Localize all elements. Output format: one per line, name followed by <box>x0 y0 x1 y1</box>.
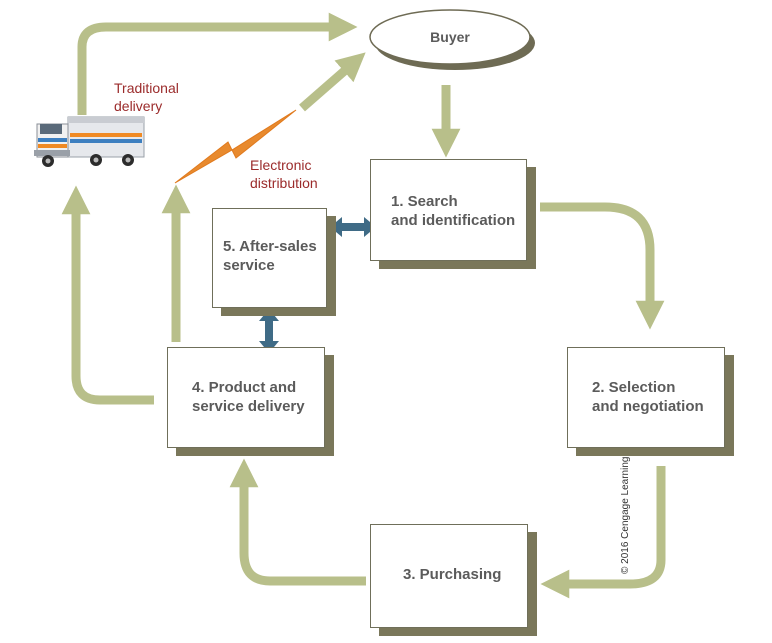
arrow-search-to-selection <box>540 202 665 330</box>
lightning-icon <box>174 109 297 184</box>
after-sales-label-line1: 5. After-sales <box>223 238 317 255</box>
double-arrow-aftersales-delivery <box>259 309 279 353</box>
delivery-label-line2: service delivery <box>192 398 305 415</box>
traditional-delivery-label: Traditional delivery <box>114 80 179 114</box>
search-box: 1. Search and identification <box>370 159 527 261</box>
selection-label-line1: 2. Selection <box>592 379 676 396</box>
arrow-electronic-to-buyer <box>299 52 366 112</box>
delivery-box: 4. Product and service delivery <box>167 347 325 448</box>
buyer-node <box>369 9 535 70</box>
after-sales-label-line2: service <box>223 257 275 274</box>
copyright-text: © 2016 Cengage Learning <box>620 456 631 574</box>
purchasing-box: 3. Purchasing <box>370 524 528 628</box>
double-arrow-search-aftersales <box>330 217 376 237</box>
arrow-purchasing-to-delivery <box>229 458 366 586</box>
truck-icon <box>34 116 145 167</box>
buyer-label: Buyer <box>430 29 470 45</box>
after-sales-box: 5. After-sales service <box>212 208 327 308</box>
search-label-line2: and identification <box>391 212 516 229</box>
arrow-delivery-to-truck <box>61 185 154 405</box>
search-label-line1: 1. Search <box>391 193 458 210</box>
electronic-distribution-label: Electronic distribution <box>250 157 318 191</box>
purchasing-label: 3. Purchasing <box>403 566 502 583</box>
selection-label-line2: and negotiation <box>592 398 704 415</box>
arrow-selection-to-purchasing <box>540 466 666 599</box>
delivery-label-line1: 4. Product and <box>192 379 297 396</box>
arrow-truck-to-buyer <box>77 12 358 115</box>
selection-box: 2. Selection and negotiation <box>567 347 725 448</box>
